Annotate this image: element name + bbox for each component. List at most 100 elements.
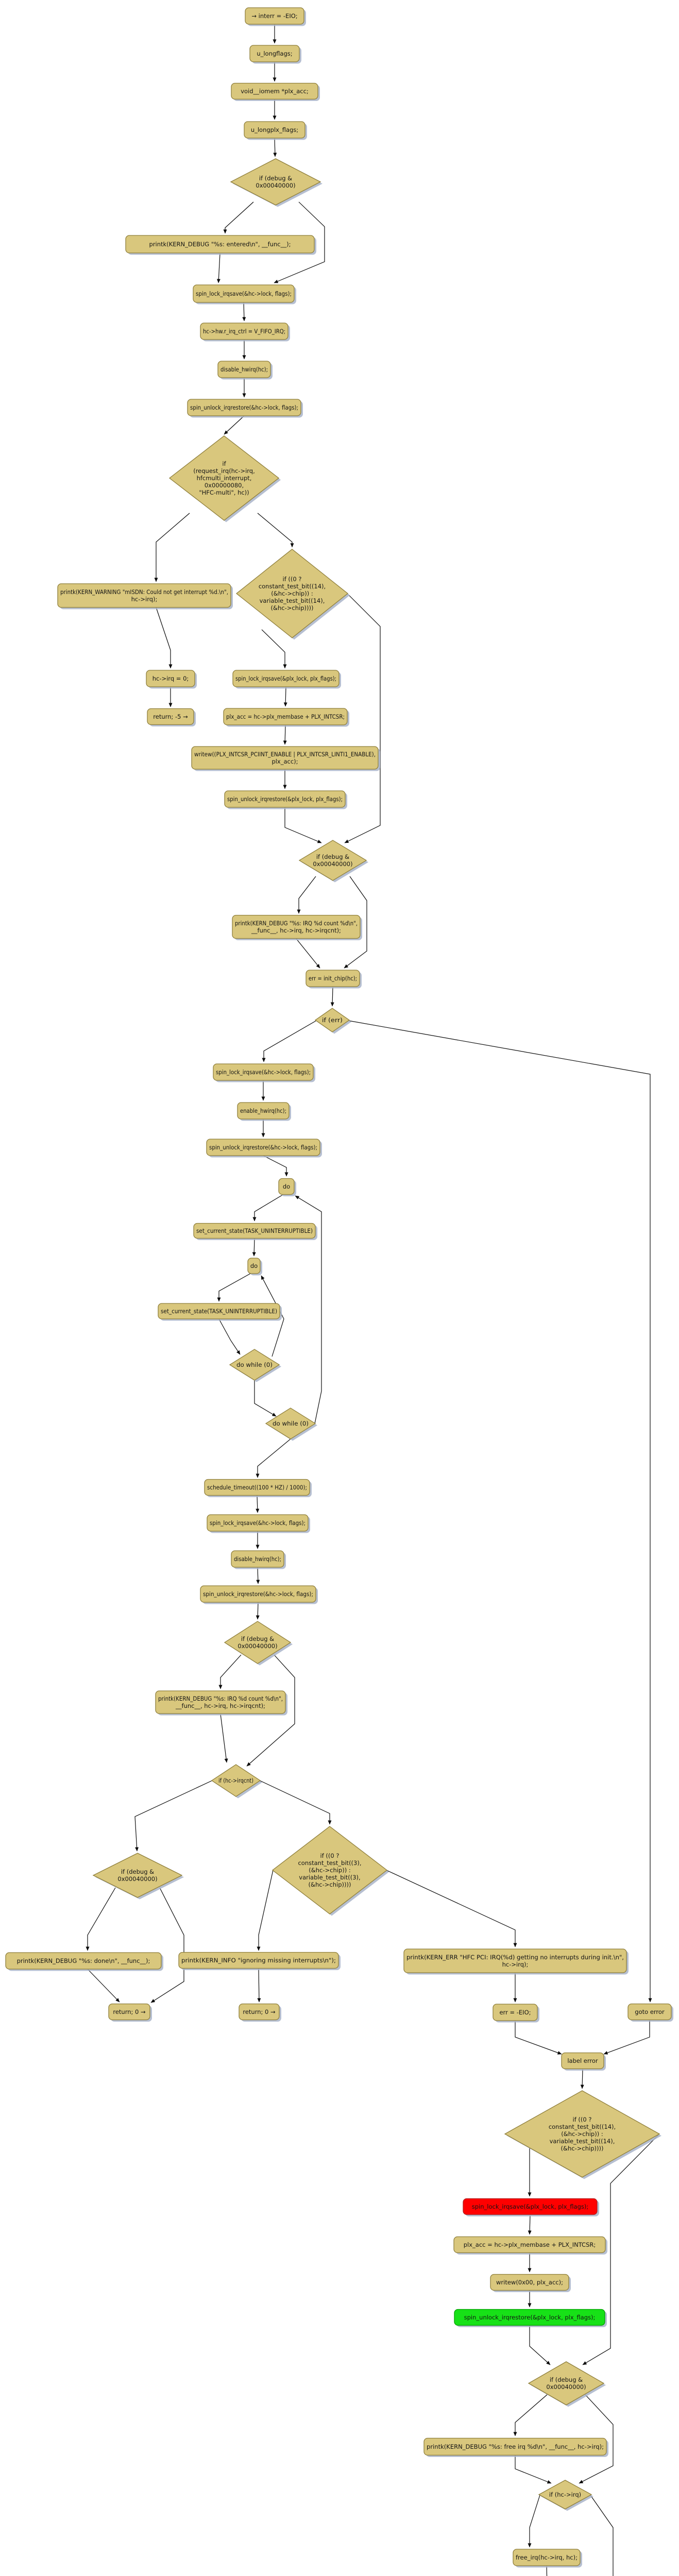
- node-if-test-bit-14-a: if ((0 ?constant_test_bit((14),(&hc->chi…: [235, 549, 350, 640]
- node-spin-lock-3: spin_lock_irqsave(&hc->lock, flags);: [207, 1514, 310, 1533]
- statement-shape: [200, 1585, 316, 1603]
- statement-shape: [5, 1952, 162, 1970]
- statement-shape: [108, 2003, 150, 2021]
- node-goto-error: goto error: [627, 2003, 673, 2022]
- node-if-err: if (err): [314, 1008, 351, 1034]
- statement-shape: [147, 708, 194, 725]
- node-label: hc->irq);: [131, 596, 158, 603]
- node-spin-unlock-2: spin_unlock_irqrestore(&hc->lock, flags)…: [206, 1139, 322, 1158]
- edge-do-while-1-do-while-2: [254, 1380, 277, 1417]
- node-if-request-irq: if(request_irq(hc->irq,hfcmulti_interrup…: [168, 435, 281, 522]
- edge-if-debug-5-printk-free-irq: [513, 2394, 548, 2436]
- edge-if-debug-5-if-hc-irq: [579, 2394, 614, 2484]
- node-label: 0x00040000): [313, 860, 352, 868]
- node-set-state-1: set_current_state(TASK_UNINTERRUPTIBLE): [193, 1223, 317, 1240]
- node-label: if (debug &: [316, 853, 349, 860]
- node-spin-lock-2: spin_lock_irqsave(&hc->lock, flags);: [213, 1063, 315, 1082]
- decision-shape: [504, 2090, 660, 2178]
- node-label: __func__, hc->irq, hc->irqcnt);: [175, 1702, 265, 1709]
- node-label: 0x00040000): [546, 2383, 586, 2391]
- edge-set-state-2-do-while-1: [218, 1318, 241, 1355]
- edge-do-while-2-schedule-timeout: [256, 1438, 291, 1478]
- node-if-hc-irq: if (hc->irq): [538, 2480, 593, 2511]
- node-label: if (debug &: [121, 1868, 154, 1875]
- decision-shape: [211, 1764, 261, 1797]
- node-label: if: [222, 460, 226, 467]
- node-label: label error: [567, 2057, 598, 2064]
- node-label: → interr = -EIO;: [251, 12, 297, 20]
- node-label: (request_irq(hc->irq,: [193, 467, 255, 474]
- node-label: if ((0 ?: [320, 1852, 340, 1859]
- statement-shape: [493, 2004, 538, 2021]
- node-printk-ignoring: printk(KERN_INFO "ignoring missing inter…: [178, 1952, 341, 1970]
- edge-if-test-bit-14-a-spin-lock-plx-1: [261, 629, 287, 669]
- node-label: do: [250, 1262, 258, 1269]
- node-set-irq-ctrl: hc->hw.r_irq_ctrl = V_FIFO_IRQ;: [200, 323, 290, 342]
- edge-if-debug-1-spin-lock-1: [274, 201, 325, 283]
- node-label: variable_test_bit((3),: [299, 1874, 360, 1881]
- node-label: spin_unlock_irqrestore(&hc->lock, flags)…: [203, 1590, 313, 1598]
- statement-shape: [146, 670, 195, 687]
- edge-if-debug-1-printk-entered: [223, 201, 254, 234]
- node-label: spin_lock_irqsave(&plx_lock, plx_flags);: [472, 2203, 588, 2210]
- node-label: spin_lock_irqsave(&hc->lock, flags);: [210, 1519, 305, 1527]
- edge-if-irqcnt-if-debug-4: [134, 1780, 213, 1852]
- node-label: return; -5 →: [153, 713, 188, 720]
- edge-if-err-goto-error: [348, 1020, 652, 2003]
- edge-do-1-set-state-1: [252, 1194, 283, 1222]
- node-printk-entered: printk(KERN_DEBUG "%s: entered\n", __fun…: [125, 235, 316, 255]
- edge-if-debug-2-init-chip: [344, 876, 367, 969]
- node-label: disable_hwirq(hc);: [234, 1555, 281, 1563]
- node-label: set_current_state(TASK_UNINTERRUPTIBLE): [196, 1227, 313, 1234]
- node-label: set_current_state(TASK_UNINTERRUPTIBLE): [161, 1308, 277, 1315]
- node-set-plx-acc-2: plx_acc = hc->plx_membase + PLX_INTCSR;: [453, 2236, 607, 2255]
- node-do-while-1: do while (0): [229, 1349, 281, 1382]
- node-set-plx-acc-1: plx_acc = hc->plx_membase + PLX_INTCSR;: [223, 708, 349, 727]
- node-label: printk(KERN_WARNING "mISDN: Could not ge…: [60, 588, 228, 596]
- edge-if-hc-irq-free-irq: [528, 2495, 540, 2548]
- node-label: spin_unlock_irqrestore(&plx_lock, plx_fl…: [227, 795, 343, 803]
- node-label: "HFC-multi", hc)): [199, 489, 249, 496]
- node-label: return; 0 →: [113, 2008, 146, 2015]
- node-spin-lock-1: spin_lock_irqsave(&hc->lock, flags);: [193, 284, 296, 304]
- statement-shape: [231, 82, 318, 100]
- statement-shape: [231, 1550, 284, 1568]
- edge-printk-free-irq-if-hc-irq: [515, 2455, 552, 2484]
- node-printk-hfc-err: printk(KERN_ERR "HFC PCI: IRQ(%d) gettin…: [403, 1948, 629, 1975]
- edge-spin-lock-plx-1-set-plx-acc-1: [283, 686, 287, 707]
- node-label: (&hc->chip)))): [309, 1881, 351, 1888]
- edge-if-debug-4-printk-done: [86, 1887, 116, 1951]
- edge-if-debug-2-printk-irq-count-1: [297, 876, 316, 914]
- statement-shape: [423, 2437, 607, 2456]
- node-label: printk(KERN_DEBUG "%s: entered\n", __fun…: [149, 241, 291, 248]
- node-decl-flags: u_longflags;: [249, 45, 301, 64]
- node-label: if (err): [322, 1016, 343, 1024]
- node-spin-lock-plx-1: spin_lock_irqsave(&plx_lock, plx_flags);: [232, 670, 341, 689]
- node-label: plx_acc);: [271, 758, 298, 765]
- node-set-state-2: set_current_state(TASK_UNINTERRUPTIBLE): [158, 1303, 282, 1321]
- statement-shape: [278, 1178, 295, 1195]
- node-label: constant_test_bit((14),: [549, 2123, 616, 2130]
- edge-if-irqcnt-if-test-bit-3: [259, 1780, 332, 1825]
- edge-spin-unlock-plx-1-if-debug-2: [284, 807, 322, 843]
- statement-shape: [187, 399, 301, 416]
- node-label: printk(KERN_DEBUG "%s: IRQ %d count %d\n…: [235, 920, 358, 927]
- node-label: (&hc->chip)) :: [309, 1867, 350, 1874]
- node-label: if (debug &: [259, 175, 292, 182]
- statement-shape: [191, 746, 379, 770]
- node-label: constant_test_bit((3),: [298, 1859, 361, 1867]
- node-spin-unlock-plx-2: spin_unlock_irqrestore(&plx_lock, plx_fl…: [454, 2309, 607, 2327]
- node-if-irqcnt: if (hc->irqcnt): [211, 1764, 262, 1799]
- node-label: err = -EIO;: [499, 2009, 531, 2016]
- decision-shape: [528, 2361, 605, 2405]
- statement-shape: [178, 1952, 339, 1969]
- node-do-1: do: [278, 1178, 296, 1196]
- node-label: (&hc->chip)) :: [271, 590, 313, 597]
- node-label: 0x00040000): [256, 182, 295, 189]
- statement-shape: [125, 235, 315, 253]
- node-label: hc->irq);: [502, 1961, 529, 1968]
- node-printk-irq-count-1: printk(KERN_DEBUG "%s: IRQ %d count %d\n…: [232, 914, 362, 940]
- edge-if-debug-4-return-0-left: [150, 1887, 184, 2003]
- node-label: if (hc->irq): [549, 2491, 581, 2498]
- node-if-test-bit-14-b: if ((0 ?constant_test_bit((14),(&hc->chi…: [504, 2090, 661, 2179]
